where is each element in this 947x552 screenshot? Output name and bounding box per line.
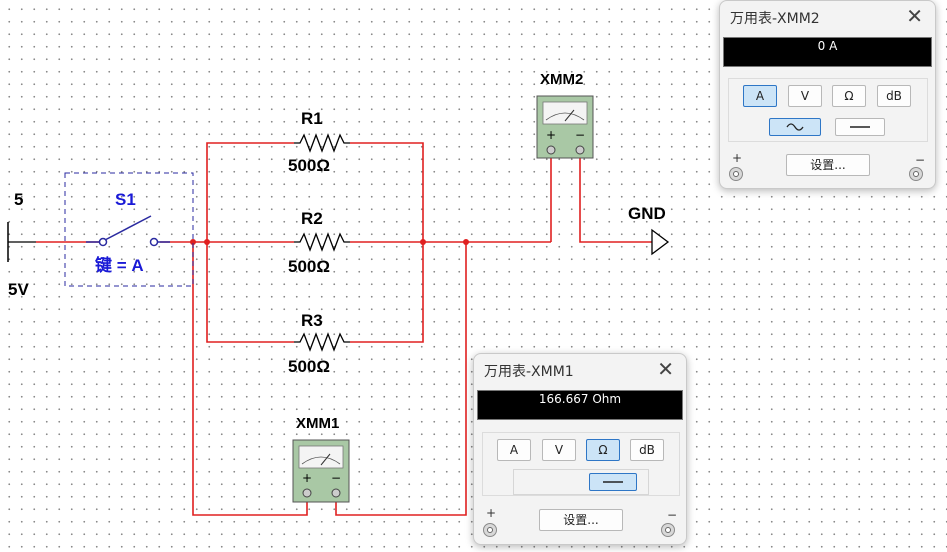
multimeter-xmm2[interactable]: [536, 95, 594, 159]
negative-terminal-sign: −: [667, 508, 678, 522]
ground-symbol[interactable]: [651, 228, 670, 256]
negative-terminal[interactable]: [909, 167, 923, 181]
meter-display: 0 A: [723, 37, 932, 67]
positive-terminal[interactable]: [729, 167, 743, 181]
mode-volts-button[interactable]: V: [542, 439, 576, 461]
dc-line-icon: [850, 126, 870, 128]
mode-ohms-button[interactable]: Ω: [586, 439, 620, 461]
source-voltage-label: 5V: [8, 280, 29, 299]
panel-title: 万用表-XMM2: [730, 11, 820, 27]
switch-key-label: 键 = A: [95, 255, 144, 275]
close-icon[interactable]: ✕: [906, 4, 923, 28]
close-icon[interactable]: ✕: [657, 357, 674, 381]
mode-amps-button[interactable]: A: [743, 85, 777, 107]
multimeter-panel-xmm2[interactable]: 万用表-XMM2 ✕ 0 A A V Ω dB + − 设置...: [719, 0, 936, 189]
dc-mode-button[interactable]: [835, 118, 885, 136]
multimeter-panel-xmm1[interactable]: 万用表-XMM1 ✕ 166.667 Ohm A V Ω dB + − 设置..…: [473, 353, 687, 545]
negative-terminal[interactable]: [661, 523, 675, 537]
mode-volts-button[interactable]: V: [788, 85, 822, 107]
source-node-label: 5: [14, 190, 23, 209]
panel-title: 万用表-XMM1: [484, 364, 574, 380]
switch-selection-box[interactable]: [64, 172, 194, 287]
ac-mode-button[interactable]: [769, 118, 821, 136]
mode-db-button[interactable]: dB: [877, 85, 911, 107]
positive-terminal-sign: +: [732, 151, 743, 165]
mode-db-button[interactable]: dB: [630, 439, 664, 461]
meter-reading: 0 A: [817, 39, 838, 53]
mode-amps-button[interactable]: A: [497, 439, 531, 461]
settings-button[interactable]: 设置...: [539, 509, 623, 531]
mode-button-group: A V Ω dB: [482, 432, 680, 496]
switch-name-label: S1: [115, 190, 136, 209]
xmm1-minus-sign: −: [331, 471, 341, 485]
positive-terminal[interactable]: [483, 523, 497, 537]
meter-reading: 166.667 Ohm: [538, 392, 622, 406]
resistor-r3-name: R3: [301, 311, 323, 330]
negative-terminal-sign: −: [915, 153, 926, 167]
voltage-source[interactable]: [7, 222, 36, 262]
resistor-r2-value: 500Ω: [288, 257, 330, 276]
sine-wave-icon: [786, 123, 804, 131]
ground-label: GND: [628, 204, 666, 223]
mode-ohms-button[interactable]: Ω: [832, 85, 866, 107]
resistor-r3[interactable]: [294, 332, 350, 352]
wave-button-group: [513, 469, 649, 495]
junctions: [190, 239, 469, 245]
multimeter-xmm1[interactable]: [292, 439, 350, 503]
xmm1-plus-sign: +: [302, 471, 312, 485]
resistor-r3-value: 500Ω: [288, 357, 330, 376]
xmm2-name-label: XMM2: [540, 71, 583, 88]
dc-line-icon: [603, 481, 623, 483]
xmm1-name-label: XMM1: [296, 415, 339, 432]
settings-button[interactable]: 设置...: [786, 154, 870, 176]
switch-s1[interactable]: [86, 215, 170, 247]
meter-display: 166.667 Ohm: [477, 390, 683, 420]
xmm2-minus-sign: −: [575, 128, 585, 142]
resistor-r2[interactable]: [294, 232, 350, 252]
resistor-r1-value: 500Ω: [288, 156, 330, 175]
resistor-r1[interactable]: [294, 133, 350, 153]
resistor-r2-name: R2: [301, 209, 323, 228]
resistor-r1-name: R1: [301, 109, 323, 128]
xmm2-plus-sign: +: [546, 128, 556, 142]
dc-mode-button[interactable]: [589, 473, 637, 491]
positive-terminal-sign: +: [486, 506, 497, 520]
mode-button-group: A V Ω dB: [728, 78, 928, 142]
